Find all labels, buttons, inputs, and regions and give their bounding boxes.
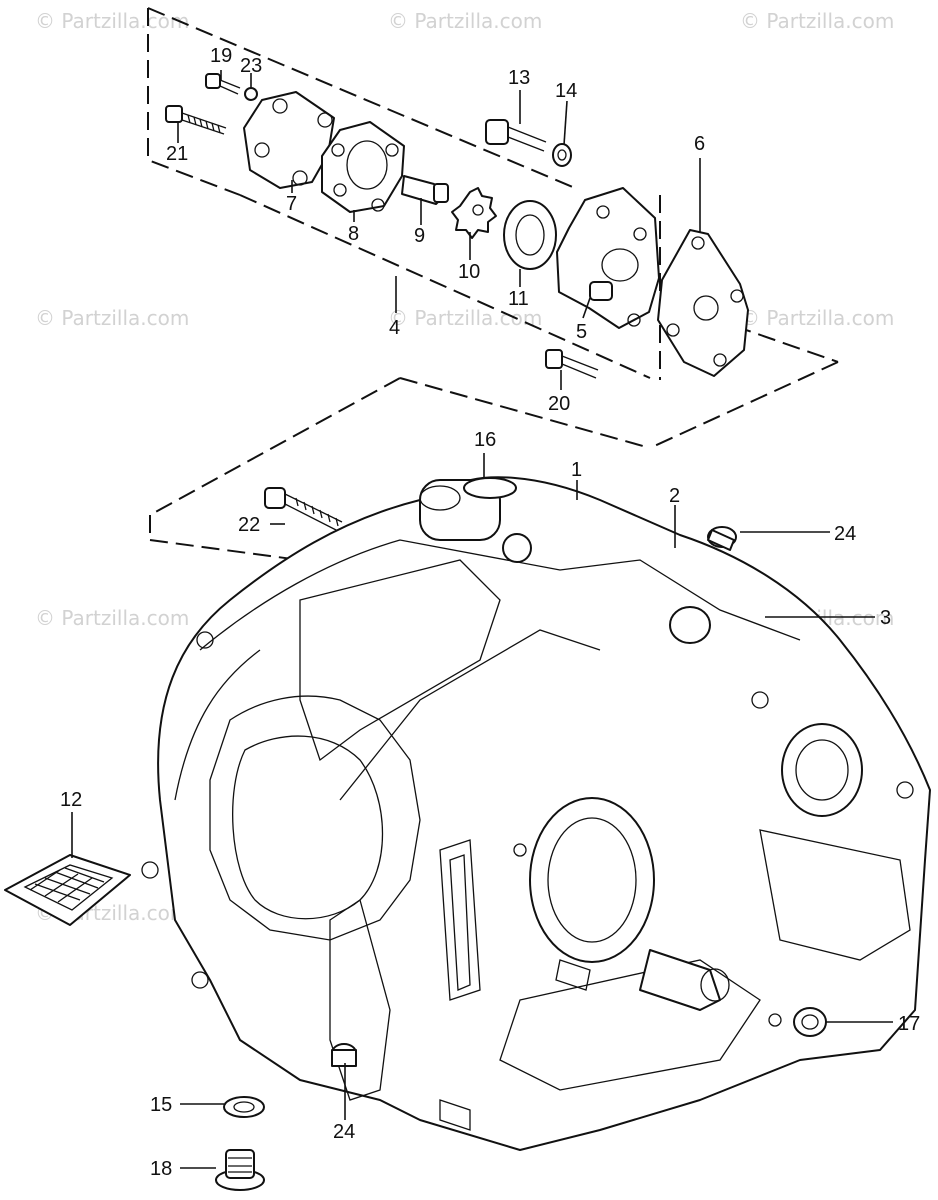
callout-3: 3 <box>880 607 891 629</box>
washer-15-icon <box>223 1096 265 1118</box>
callout-20: 20 <box>548 393 570 415</box>
callout-11: 11 <box>508 288 529 310</box>
callout-17: 17 <box>898 1013 920 1035</box>
pump-cover-7-icon <box>243 91 335 189</box>
dowel-pin-24-icon <box>707 526 737 551</box>
oil-strainer-12-icon <box>4 854 131 926</box>
bolt-13-icon <box>485 119 547 152</box>
o-ring-16-icon <box>463 477 517 499</box>
drain-bolt-18-icon <box>215 1149 265 1191</box>
callout-15: 15 <box>150 1094 172 1116</box>
bolt-19-icon <box>205 73 241 95</box>
washer-14-icon <box>552 143 572 167</box>
watermark-text: © Partzilla.com <box>388 9 542 33</box>
gasket-8-icon <box>321 121 405 213</box>
callout-12: 12 <box>60 789 82 811</box>
oil-pump-assembly <box>165 73 749 379</box>
callout-21: 21 <box>166 143 188 165</box>
callout-18: 18 <box>150 1158 172 1180</box>
leader-lines <box>71 70 893 1169</box>
callout-8: 8 <box>348 223 359 245</box>
callout-10: 10 <box>458 261 480 283</box>
callout-13: 13 <box>508 67 530 89</box>
callout-labels: 19 23 21 7 8 9 10 11 5 6 13 14 4 20 16 1… <box>60 45 920 1180</box>
dowel-pin-24-bottom-icon <box>331 1043 357 1067</box>
plug-17-icon <box>793 1007 827 1037</box>
oil-pump-group-frame <box>147 7 839 561</box>
watermark-text: © Partzilla.com <box>35 606 189 630</box>
washer-23-icon <box>244 87 258 101</box>
watermark-text: © Partzilla.com <box>740 306 894 330</box>
callout-2: 2 <box>669 485 680 507</box>
callout-6: 6 <box>694 133 705 155</box>
callout-9: 9 <box>414 225 425 247</box>
callout-24-top: 24 <box>834 523 856 545</box>
pump-shaft-9-icon <box>401 175 449 205</box>
crankcase <box>141 476 931 1151</box>
watermark-text: © Partzilla.com <box>35 306 189 330</box>
bolt-21-icon <box>165 105 227 135</box>
callout-7: 7 <box>286 193 297 215</box>
pump-gasket-6-icon <box>657 229 749 377</box>
bearing-bore-icon <box>529 797 655 963</box>
callout-23: 23 <box>240 55 262 77</box>
callout-14: 14 <box>555 80 577 102</box>
bolt-20-icon <box>545 349 599 379</box>
callout-1: 1 <box>571 459 582 481</box>
watermark-text: © Partzilla.com <box>740 9 894 33</box>
callout-16: 16 <box>474 429 496 451</box>
outer-rotor-11-icon <box>503 200 557 270</box>
bolt-22-icon <box>264 487 343 533</box>
callout-5: 5 <box>576 321 587 343</box>
pump-body-5-icon <box>556 187 660 329</box>
callout-4: 4 <box>389 317 400 339</box>
watermark-text: © Partzilla.com <box>35 9 189 33</box>
callout-22: 22 <box>238 514 260 536</box>
callout-19: 19 <box>210 45 232 67</box>
callout-24-bottom: 24 <box>333 1121 355 1143</box>
